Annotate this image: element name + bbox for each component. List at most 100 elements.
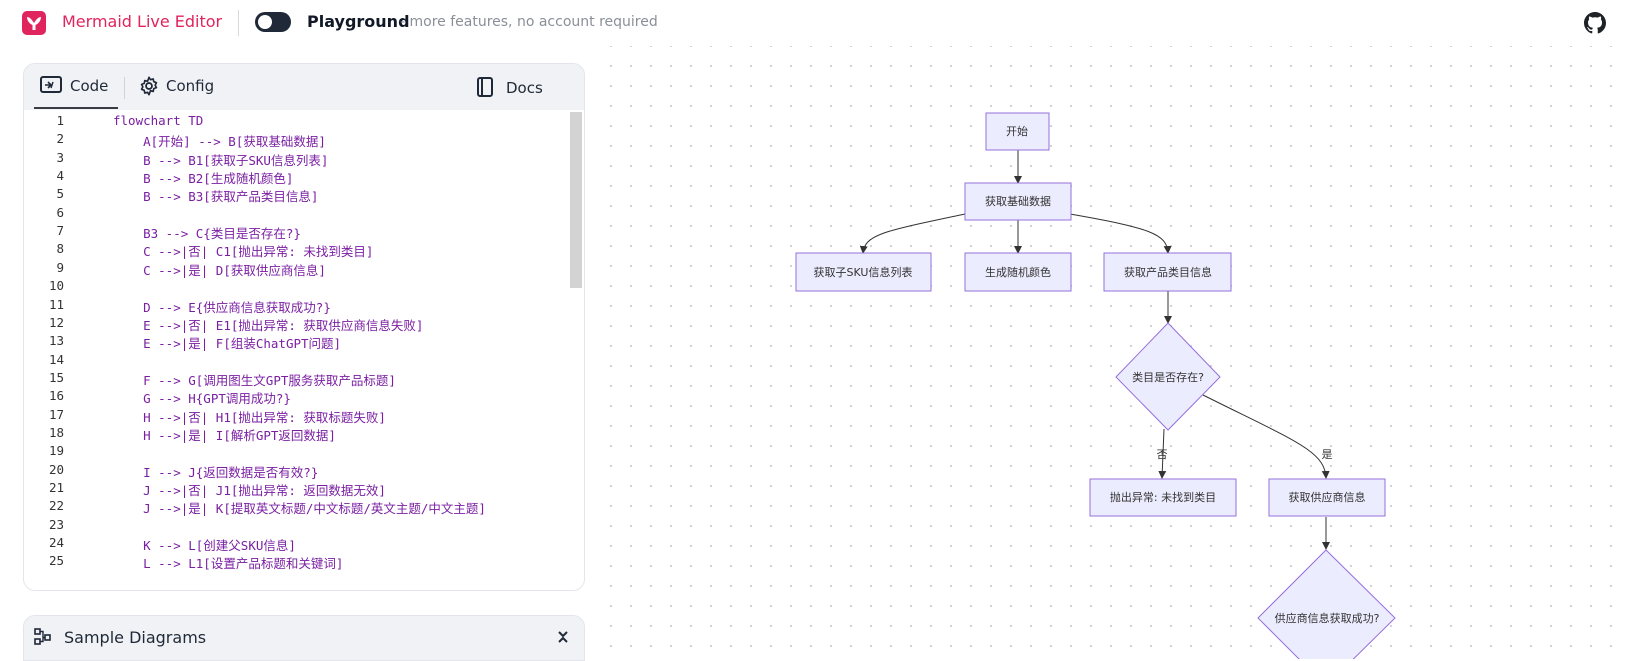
line-number: 4 (56, 168, 64, 184)
editor-tabs: Code Config Docs (24, 64, 584, 109)
code-line[interactable]: B --> B3[获取产品类目信息] (113, 189, 319, 205)
code-line[interactable]: B --> B2[生成随机颜色] (113, 171, 294, 187)
edge-b-b3 (1069, 213, 1172, 254)
node-b3-box[interactable] (1103, 252, 1232, 292)
code-line[interactable]: H -->|是| I[解析GPT返回数据] (113, 427, 336, 443)
nodes (795, 112, 1396, 659)
code-line[interactable]: I --> J{返回数据是否有效?} (113, 464, 319, 480)
docs-link[interactable]: Docs (477, 72, 576, 100)
tab-config[interactable]: Config (140, 72, 226, 100)
gear-icon (138, 75, 160, 101)
node-b1-label: 获取子SKU信息列表 (814, 265, 913, 279)
line-number: 13 (48, 333, 64, 349)
tab-divider (124, 77, 125, 99)
code-icon (40, 75, 62, 99)
edge-label-no: 否 (1157, 448, 1168, 461)
tab-docs-label: Docs (506, 79, 543, 97)
line-number: 20 (48, 461, 64, 477)
code-line[interactable]: C -->|否| C1[抛出异常: 未找到类目] (113, 244, 374, 260)
node-e-diamond[interactable] (1257, 549, 1396, 659)
code-line[interactable]: F --> G[调用图生文GPT服务获取产品标题] (113, 372, 396, 388)
app-title[interactable]: Mermaid Live Editor (62, 12, 223, 31)
line-number: 5 (56, 186, 64, 202)
code-line[interactable]: L --> L1[设置产品标题和关键词] (113, 556, 344, 572)
diagram-canvas[interactable]: 开始 获取基础数据 获取子SKU信息列表 生成随机颜色 获取产品类目信息 类目是… (595, 46, 1628, 659)
line-number: 8 (56, 241, 64, 257)
line-number: 6 (56, 204, 64, 220)
code-line[interactable]: K --> L[创建父SKU信息] (113, 538, 296, 554)
line-number: 17 (48, 406, 64, 422)
node-d-label: 获取供应商信息 (1289, 490, 1366, 504)
diagram-icon (34, 628, 52, 650)
code-line[interactable]: G --> H{GPT调用成功?} (113, 391, 291, 407)
book-icon (476, 76, 494, 102)
node-b-box[interactable] (964, 182, 1072, 221)
node-c-diamond[interactable] (1115, 322, 1221, 431)
edges (859, 150, 1330, 550)
line-number: 23 (48, 516, 64, 532)
playground-subtitle: - more features, no account required (400, 14, 658, 30)
editor-scrollbar[interactable] (570, 112, 582, 288)
line-number: 19 (48, 443, 64, 459)
code-lines[interactable]: flowchart TD A[开始] --> B[获取基础数据] B --> B… (113, 110, 573, 590)
edge-b-b1 (859, 213, 966, 254)
line-number: 24 (48, 535, 64, 551)
code-line[interactable]: B --> B1[获取子SKU信息列表] (113, 152, 329, 168)
line-number: 2 (56, 131, 64, 147)
flowchart-diagram: 开始 获取基础数据 获取子SKU信息列表 生成随机颜色 获取产品类目信息 类目是… (795, 112, 1396, 659)
tab-code[interactable]: Code (34, 72, 118, 109)
line-number: 14 (48, 351, 64, 367)
line-number: 7 (56, 223, 64, 239)
code-line[interactable]: A[开始] --> B[获取基础数据] (113, 134, 326, 150)
line-number: 18 (48, 424, 64, 440)
node-b2-box[interactable] (964, 252, 1072, 292)
code-line[interactable]: J -->|否| J1[抛出异常: 返回数据无效] (113, 483, 386, 498)
sample-diagrams-panel[interactable]: Sample Diagrams (23, 615, 585, 661)
github-icon[interactable] (1584, 12, 1606, 34)
code-line[interactable]: J -->|是| K[提取英文标题/中文标题/英文主题/中文主题] (113, 501, 486, 517)
node-e-label: 供应商信息获取成功? (1275, 611, 1380, 625)
line-number: 1 (56, 113, 64, 128)
node-c-label: 类目是否存在? (1132, 370, 1204, 384)
sample-diagrams-label: Sample Diagrams (64, 628, 207, 647)
node-a-box[interactable] (985, 112, 1050, 151)
node-c1-box[interactable] (1089, 478, 1237, 517)
code-line[interactable]: B3 --> C{类目是否存在?} (113, 226, 301, 242)
node-a-label: 开始 (1006, 124, 1028, 138)
code-line[interactable]: C -->|是| D[获取供应商信息] (113, 262, 326, 278)
code-line[interactable]: E -->|是| F[组装ChatGPT问题] (113, 336, 342, 352)
tab-config-label: Config (166, 77, 215, 95)
node-c1-label: 抛出异常: 未找到类目 (1110, 490, 1216, 504)
expand-collapse-icon[interactable] (556, 627, 570, 651)
playground-title: Playground (307, 12, 410, 31)
line-number: 15 (48, 369, 64, 385)
line-number: 21 (48, 480, 64, 495)
node-b2-label: 生成随机颜色 (985, 265, 1051, 279)
line-number: 25 (48, 553, 64, 569)
code-line[interactable]: H -->|否| H1[抛出异常: 获取标题失败] (113, 409, 386, 425)
active-tab-indicator (34, 107, 118, 109)
node-b-label: 获取基础数据 (985, 194, 1051, 208)
line-number: 10 (48, 278, 64, 294)
line-number: 22 (48, 498, 64, 514)
node-b3-label: 获取产品类目信息 (1124, 265, 1212, 279)
mermaid-logo-icon[interactable] (22, 11, 46, 35)
line-number: 12 (48, 314, 64, 330)
node-d-box[interactable] (1268, 478, 1386, 517)
top-bar: Mermaid Live Editor Playground - more fe… (0, 0, 1628, 46)
header-divider (238, 10, 239, 36)
toggle-knob (258, 15, 272, 29)
line-number: 9 (56, 259, 64, 275)
code-line[interactable]: E -->|否| E1[抛出异常: 获取供应商信息失败] (113, 317, 424, 333)
line-number: 11 (48, 296, 64, 312)
playground-toggle[interactable] (255, 12, 291, 32)
code-line[interactable]: flowchart TD (113, 113, 204, 128)
code-line[interactable]: D --> E{供应商信息获取成功?} (113, 299, 331, 315)
line-number: 3 (56, 149, 64, 165)
node-b1-box[interactable] (795, 252, 932, 292)
edge-c-d (1202, 394, 1330, 479)
tab-code-label: Code (70, 77, 109, 95)
edge-label-yes: 是 (1322, 448, 1333, 461)
